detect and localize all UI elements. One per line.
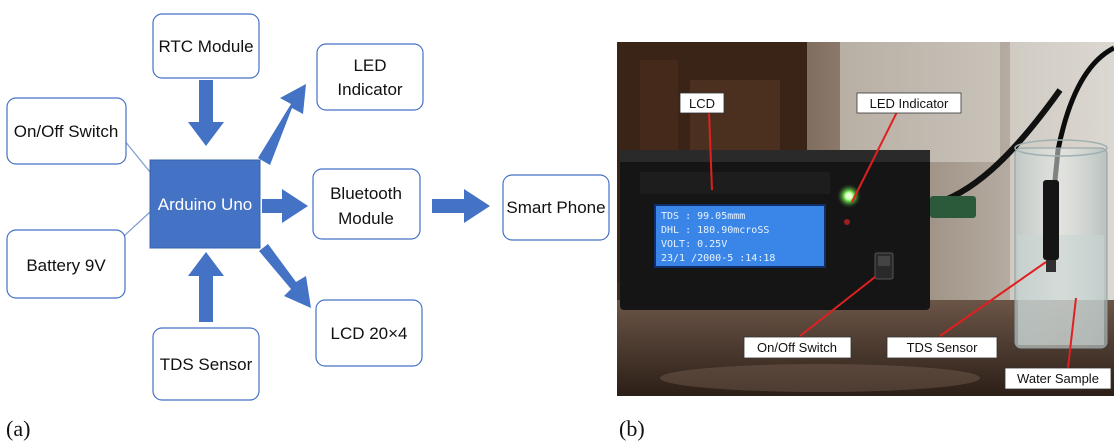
node-smartphone-label: Smart Phone [506, 198, 605, 217]
label-led-text: LED Indicator [870, 96, 949, 111]
node-arduino-uno: Arduino Uno [149, 159, 261, 249]
label-lcd: LCD [679, 92, 725, 114]
caption-b: (b) [619, 416, 645, 441]
label-led-indicator: LED Indicator [856, 92, 962, 114]
arrow-bluetooth-smartphone [432, 189, 490, 223]
annot-line-water [1067, 297, 1077, 369]
cable-connector [930, 196, 976, 218]
arrow-rtc-down [188, 80, 224, 146]
node-led-label-line2: Indicator [337, 80, 403, 99]
label-water-sample: Water Sample [1004, 367, 1112, 390]
arrow-arduino-led [258, 84, 306, 165]
node-rtc-label: RTC Module [158, 37, 253, 56]
lcd-screen [655, 205, 825, 267]
annot-line-onoff [799, 276, 876, 337]
device-photo: TDS : 99.05mmm DHL : 180.90mcroSS VOLT: … [617, 42, 1114, 396]
node-led-indicator: LED Indicator [316, 43, 424, 111]
node-bluetooth-module: Bluetooth Module [312, 168, 421, 240]
node-led-label-line1: LED [353, 56, 386, 75]
node-bluetooth-label-line1: Bluetooth [330, 184, 402, 203]
tds-probe [1043, 180, 1059, 260]
lcd-line-4: 23/1 /2000-5 :14:18 [661, 253, 775, 264]
annot-line-lcd [708, 111, 713, 191]
arrow-tds-up [188, 252, 224, 322]
connector-battery-arduino [123, 211, 151, 237]
node-battery: Battery 9V [6, 229, 126, 299]
arrow-arduino-lcd [259, 244, 311, 308]
node-onoff-switch: On/Off Switch [6, 97, 127, 165]
annot-line-tds [939, 261, 1047, 337]
lcd-line-1: TDS : 99.05mmm [661, 211, 745, 222]
node-bluetooth-label-line2: Module [338, 209, 394, 228]
node-smart-phone: Smart Phone [502, 174, 610, 241]
node-lcd-20x4: LCD 20×4 [315, 299, 423, 367]
node-rtc-module: RTC Module [152, 13, 260, 79]
lcd-line-2: DHL : 180.90mcroSS [661, 225, 769, 236]
node-lcd-label: LCD 20×4 [330, 324, 407, 343]
label-water-text: Water Sample [1017, 371, 1099, 386]
label-tds-text: TDS Sensor [907, 340, 978, 355]
block-diagram: RTC Module LED Indicator On/Off Switch A… [6, 13, 610, 401]
label-lcd-text: LCD [689, 96, 715, 111]
connector-onoff-arduino [123, 139, 151, 173]
lcd-line-3: VOLT: 0.25V [661, 239, 727, 250]
arrow-arduino-bluetooth [262, 189, 308, 223]
caption-a: (a) [6, 416, 30, 441]
node-battery-label: Battery 9V [26, 256, 106, 275]
label-onoff-switch: On/Off Switch [743, 336, 852, 359]
node-arduino-label: Arduino Uno [158, 195, 253, 214]
node-tds-label: TDS Sensor [160, 355, 253, 374]
label-tds-sensor: TDS Sensor [886, 336, 998, 359]
annot-line-led [851, 111, 898, 203]
node-onoff-label: On/Off Switch [14, 122, 119, 141]
label-onoff-text: On/Off Switch [757, 340, 837, 355]
node-tds-sensor: TDS Sensor [152, 327, 260, 401]
